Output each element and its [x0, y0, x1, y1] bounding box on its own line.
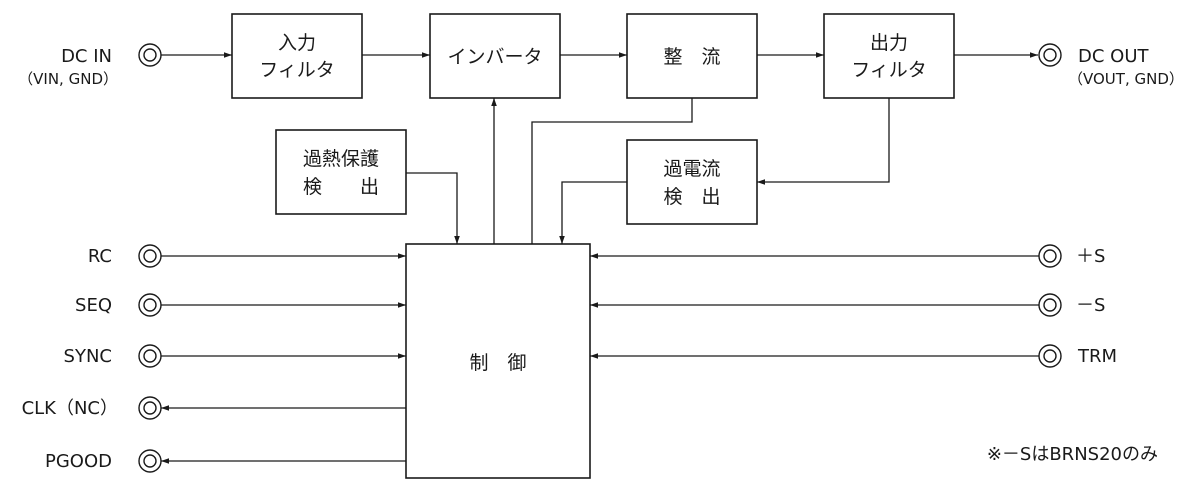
- output-filter-label-2: フィルタ: [851, 59, 927, 81]
- overcurrent-label-2: 検 出: [663, 186, 720, 208]
- input-filter-label-1: 入力: [278, 32, 316, 54]
- inverter-label: インバータ: [447, 46, 542, 68]
- clk-label: CLK（NC）: [22, 398, 118, 419]
- overheat-detect-box: [275, 129, 407, 215]
- inverter-box: [429, 13, 561, 99]
- sync-label: SYNC: [64, 346, 112, 367]
- rc-terminal: [138, 244, 162, 268]
- output-filter-to-overcurrent-arrow: [757, 98, 890, 185]
- minus-s-label: －S: [1076, 295, 1105, 316]
- overheat-label-1: 過熱保護: [303, 148, 379, 170]
- dc-in-label: DC IN: [61, 46, 112, 67]
- output-filter-box: [823, 13, 955, 99]
- control-label: 制 御: [469, 352, 526, 374]
- input-filter-label-2: フィルタ: [259, 59, 335, 81]
- footnote: ※－SはBRNS20のみ: [987, 444, 1158, 465]
- rectifier-to-control-line: [531, 98, 693, 244]
- output-filter-label-1: 出力: [870, 32, 908, 54]
- dc-out-sublabel: （VOUT, GND）: [1068, 70, 1184, 88]
- pgood-label: PGOOD: [45, 451, 112, 472]
- overcurrent-label-1: 過電流: [663, 158, 720, 180]
- overcurrent-detect-box: [626, 139, 758, 225]
- sync-terminal: [138, 344, 162, 368]
- rectifier-box: [626, 13, 758, 99]
- plus-s-terminal: [1038, 244, 1062, 268]
- overheat-to-control-arrow: [406, 172, 460, 244]
- rc-label: RC: [88, 246, 112, 267]
- dc-in-sublabel: （VIN, GND）: [18, 70, 118, 88]
- pgood-terminal: [138, 449, 162, 473]
- dc-out-terminal: [1038, 43, 1062, 67]
- input-filter-box: [231, 13, 363, 99]
- overheat-label-2: 検 出: [303, 176, 379, 198]
- trm-label: TRM: [1077, 346, 1117, 367]
- minus-s-terminal: [1038, 293, 1062, 317]
- seq-terminal: [138, 293, 162, 317]
- dc-out-label: DC OUT: [1078, 46, 1149, 67]
- overcurrent-to-control-arrow: [559, 181, 627, 244]
- control-box: [405, 243, 591, 479]
- trm-terminal: [1038, 344, 1062, 368]
- clk-terminal: [138, 396, 162, 420]
- rectifier-label: 整 流: [663, 46, 720, 68]
- dc-in-terminal: [138, 43, 162, 67]
- plus-s-label: ＋S: [1076, 246, 1105, 267]
- seq-label: SEQ: [75, 295, 112, 316]
